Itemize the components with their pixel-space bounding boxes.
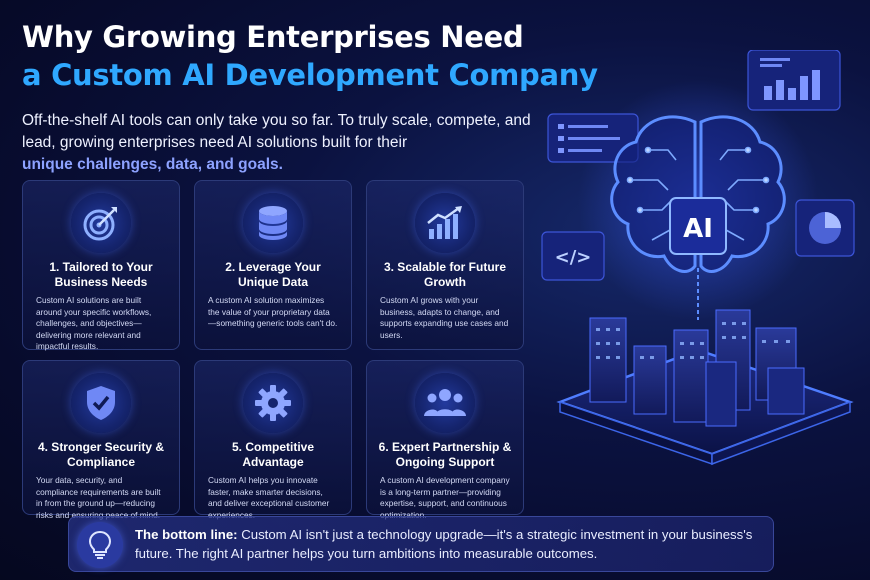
card-title: 4. Stronger Security & Compliance — [37, 440, 165, 469]
title-line-1: Why Growing Enterprises Need — [22, 20, 524, 54]
card-tailored: 1. Tailored to Your Business Needs Custo… — [22, 180, 180, 351]
card-body: A custom AI solution maximizes the value… — [208, 295, 338, 328]
code-icon: </> — [555, 247, 592, 268]
card-security: 4. Stronger Security & Compliance Your d… — [22, 360, 180, 520]
shield-check-icon — [71, 373, 131, 433]
card-scalable: 3. Scalable for Future Growth Custom AI … — [366, 180, 524, 350]
lightbulb-icon — [77, 522, 123, 568]
card-body: Custom AI grows with your business, adap… — [380, 295, 509, 340]
card-title: 6. Expert Partnership & Ongoing Support — [378, 440, 512, 469]
gear-icon — [243, 373, 303, 433]
intro-paragraph: Off-the-shelf AI tools can only take you… — [22, 110, 542, 176]
card-body: Custom AI solutions are built around you… — [36, 295, 152, 351]
card-body: Custom AI helps you innovate faster, mak… — [208, 475, 330, 520]
growth-chart-icon — [415, 193, 475, 253]
card-partnership: 6. Expert Partnership & Ongoing Support … — [366, 360, 524, 520]
card-body: Your data, security, and compliance requ… — [36, 475, 161, 520]
card-competitive: 5. Competitive Advantage Custom AI helps… — [194, 360, 352, 520]
bottom-line-label: The bottom line: — [135, 527, 238, 542]
card-body: A custom AI development company is a lon… — [380, 475, 510, 520]
card-title: 2. Leverage Your Unique Data — [225, 260, 321, 289]
card-title: 5. Competitive Advantage — [231, 440, 315, 469]
intro-text: Off-the-shelf AI tools can only take you… — [22, 112, 531, 151]
target-icon — [71, 193, 131, 253]
card-data: 2. Leverage Your Unique Data A custom AI… — [194, 180, 352, 350]
circuit-lines — [626, 146, 770, 241]
card-title: 1. Tailored to Your Business Needs — [49, 260, 153, 289]
bottom-line-body: Custom AI isn't just a technology upgrad… — [135, 527, 753, 561]
dashboard-panel — [747, 50, 841, 111]
ai-badge: AI — [683, 214, 713, 244]
bottom-line-banner: The bottom line: Custom AI isn't just a … — [68, 516, 774, 572]
ai-illustration: </> AI — [541, 50, 855, 466]
title-line-2: a Custom AI Development Company — [22, 58, 598, 92]
team-icon — [415, 373, 475, 433]
pie-chart-panel — [795, 199, 855, 257]
bottom-line-text: The bottom line: Custom AI isn't just a … — [135, 525, 773, 563]
database-icon — [243, 193, 303, 253]
city-buildings — [589, 309, 805, 427]
page-title: Why Growing Enterprises Need a Custom AI… — [22, 18, 622, 94]
intro-accent: unique challenges, data, and goals. — [22, 156, 283, 173]
card-title: 3. Scalable for Future Growth — [383, 260, 507, 289]
ai-chip: AI — [669, 197, 727, 255]
code-panel: </> — [541, 231, 605, 281]
